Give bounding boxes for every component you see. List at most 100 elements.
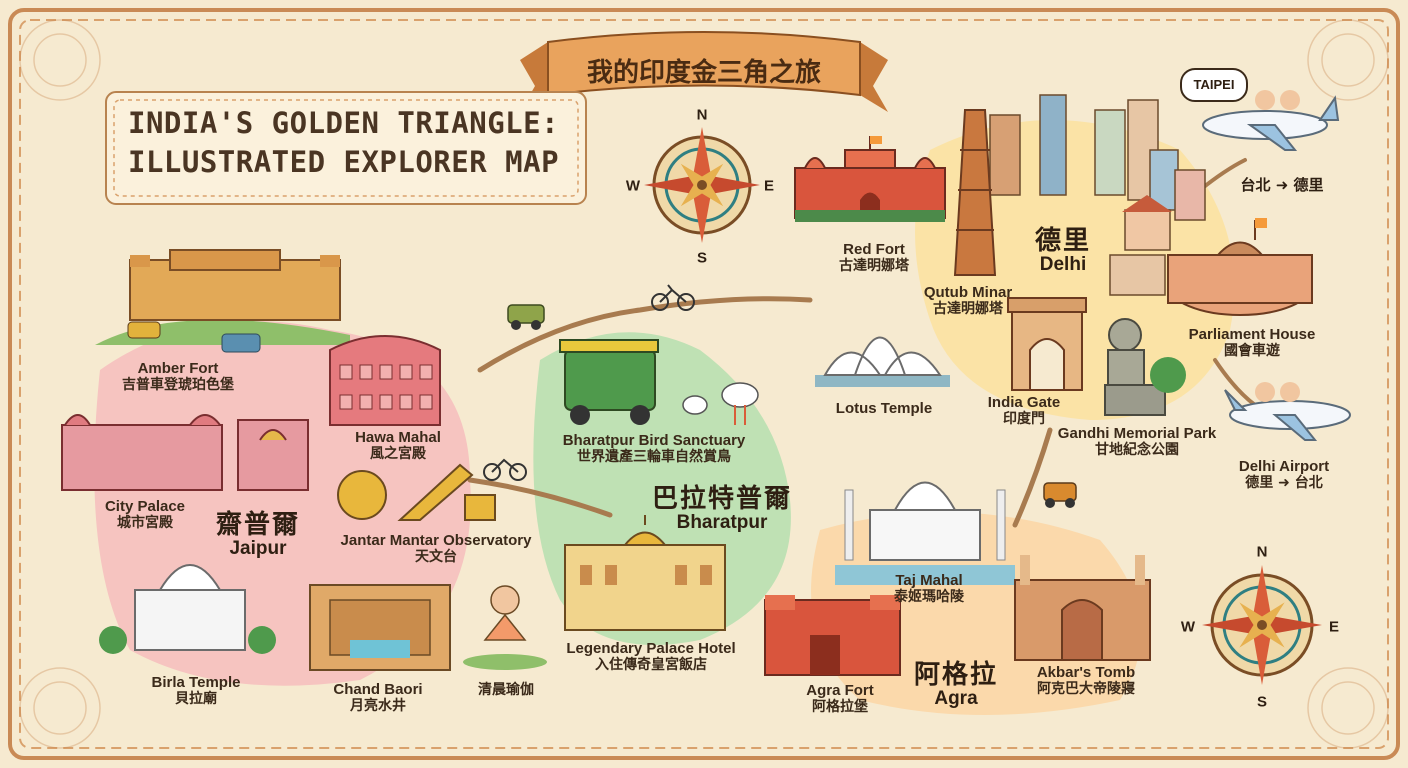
taj-mahal-illustration — [835, 481, 1015, 585]
label-amber-fort: Amber Fort 吉普車登琥珀色堡 — [122, 360, 234, 393]
label-parliament-house-en: Parliament House — [1188, 326, 1316, 343]
route-jaipur-bharatpur — [467, 477, 613, 518]
label-amber-fort-zh: 吉普車登琥珀色堡 — [122, 377, 234, 394]
label-qutub-minar-en: Qutub Minar — [923, 284, 1013, 301]
route-delhi-agra — [1012, 427, 1053, 528]
compass-bottom-e: E — [1328, 618, 1340, 636]
india-gate-illustration — [1007, 297, 1087, 391]
plane-illustration-arrival — [1202, 90, 1340, 151]
city-delhi-en: Delhi — [1039, 254, 1087, 276]
title-frame — [105, 91, 587, 205]
label-taj-mahal: Taj Mahal 泰姬瑪哈陵 — [894, 572, 964, 605]
map-title-line-1: INDIA'S GOLDEN TRIANGLE: — [128, 106, 560, 140]
map-title: INDIA'S GOLDEN TRIANGLE: ILLUSTRATED EXP… — [128, 104, 559, 182]
label-bird-sanctuary-zh: 世界遺產三輪車自然賞鳥 — [576, 449, 731, 466]
label-bird-sanctuary: Bharatpur Bird Sanctuary 世界遺產三輪車自然賞鳥 — [563, 432, 746, 465]
label-delhi-airport-en: Delhi Airport — [1238, 458, 1330, 475]
bicycle-top — [651, 284, 695, 311]
label-birla-temple-zh: 貝拉廟 — [174, 691, 217, 708]
label-qutub-minar: Qutub Minar 古達明娜塔 — [924, 284, 1012, 317]
label-agra-fort-en: Agra Fort — [806, 682, 874, 699]
city-agra: 阿格拉 Agra — [913, 660, 999, 710]
delhi-skyline — [989, 94, 1206, 296]
city-delhi: 德里 Delhi — [1034, 226, 1092, 276]
hawa-mahal-illustration — [329, 335, 441, 426]
city-bharatpur: 巴拉特普爾 Bharatpur — [651, 484, 793, 534]
route-jaipur-delhi — [477, 296, 813, 373]
compass-top-w: W — [625, 177, 641, 195]
city-agra-zh: 阿格拉 — [913, 660, 999, 690]
label-red-fort: Red Fort 古達明娜塔 — [839, 241, 909, 274]
label-agra-fort: Agra Fort 阿格拉堡 — [806, 682, 874, 715]
label-india-gate-en: India Gate — [987, 394, 1061, 411]
compass-top-n: N — [696, 106, 708, 124]
label-akbars-tomb-zh: 阿克巴大帝陵寢 — [1037, 681, 1135, 698]
map-title-line-2: ILLUSTRATED EXPLORER MAP — [128, 145, 560, 180]
palace-hotel-illustration — [564, 515, 726, 631]
birla-temple-illustration — [99, 564, 276, 654]
label-jantar-mantar-en: Jantar Mantar Observatory — [340, 532, 532, 549]
label-lotus-temple-en: Lotus Temple — [835, 400, 933, 417]
label-hawa-mahal-en: Hawa Mahal — [355, 429, 441, 446]
banner-text: 我的印度金三角之旅 — [586, 58, 822, 88]
compass-bottom-n: N — [1256, 543, 1268, 561]
compass-top-e: E — [763, 177, 775, 195]
label-red-fort-en: Red Fort — [843, 241, 905, 258]
label-parliament-house: Parliament House 國會車遊 — [1189, 326, 1316, 359]
city-bharatpur-zh: 巴拉特普爾 — [651, 484, 793, 514]
jeep-on-route — [507, 304, 545, 330]
compass-bottom-s: S — [1256, 693, 1268, 711]
label-india-gate: India Gate 印度門 — [988, 394, 1061, 427]
label-hawa-mahal: Hawa Mahal 風之宮殿 — [355, 429, 441, 462]
label-birla-temple: Birla Temple 貝拉廟 — [152, 674, 241, 707]
label-jantar-mantar: Jantar Mantar Observatory 天文台 — [341, 532, 532, 565]
tuk-tuk-small — [1043, 482, 1077, 508]
city-jaipur: 齋普爾 Jaipur — [215, 510, 301, 560]
arrival-route-label: 台北 ➜ 德里 — [1240, 176, 1324, 194]
city-bharatpur-en: Bharatpur — [676, 512, 768, 534]
label-hawa-mahal-zh: 風之宮殿 — [370, 446, 426, 463]
label-akbars-tomb: Akbar's Tomb 阿克巴大帝陵寢 — [1037, 664, 1135, 697]
qutub-minar-illustration — [953, 109, 997, 276]
label-chand-baori-en: Chand Baori — [333, 681, 423, 698]
label-city-palace: City Palace 城市宮殿 — [105, 498, 185, 531]
label-qutub-minar-zh: 古達明娜塔 — [932, 301, 1003, 318]
label-morning-yoga: 清晨瑜伽 — [478, 682, 534, 698]
label-agra-fort-zh: 阿格拉堡 — [812, 699, 868, 716]
city-jaipur-zh: 齋普爾 — [215, 510, 301, 540]
label-chand-baori-zh: 月亮水井 — [350, 698, 406, 715]
compass-bottom-w: W — [1180, 618, 1196, 636]
gandhi-statue-illustration — [1104, 318, 1186, 416]
taipei-speech-bubble: TAIPEI — [1180, 68, 1248, 102]
city-delhi-zh: 德里 — [1034, 226, 1092, 256]
label-birla-temple-en: Birla Temple — [151, 674, 241, 691]
label-akbars-tomb-en: Akbar's Tomb — [1036, 664, 1136, 681]
city-agra-en: Agra — [934, 688, 978, 710]
label-gandhi-memorial-park: Gandhi Memorial Park 甘地紀念公園 — [1058, 425, 1216, 458]
label-jantar-mantar-zh: 天文台 — [415, 549, 457, 566]
label-delhi-airport: Delhi Airport 德里 ➜ 台北 — [1239, 458, 1329, 491]
outer-border — [8, 8, 1400, 760]
label-gandhi-memorial-park-zh: 甘地紀念公園 — [1094, 442, 1179, 459]
label-india-gate-zh: 印度門 — [1003, 411, 1045, 428]
jantar-mantar-illustration — [337, 463, 496, 521]
lotus-temple-illustration — [815, 336, 950, 387]
label-chand-baori: Chand Baori 月亮水井 — [333, 681, 422, 714]
label-palace-hotel-zh: 入住傳奇皇宮飯店 — [594, 657, 707, 674]
city-jaipur-en: Jaipur — [229, 538, 287, 560]
amber-fort-illustration — [95, 249, 350, 353]
label-lotus-temple: Lotus Temple — [836, 400, 932, 417]
yoga-figure-illustration — [463, 585, 547, 670]
red-fort-illustration — [794, 136, 946, 222]
chand-baori-illustration — [309, 584, 451, 671]
stork-illustration — [682, 382, 759, 425]
tuk-tuk-illustration — [559, 339, 659, 425]
compass-rose-top — [644, 127, 760, 243]
compass-rose-bottom — [1202, 565, 1322, 685]
label-gandhi-memorial-park-en: Gandhi Memorial Park — [1057, 425, 1217, 442]
plane-illustration-departure — [1224, 382, 1351, 441]
corner-mandala-decorations — [19, 19, 1389, 749]
parliament-house-illustration — [1167, 218, 1313, 316]
